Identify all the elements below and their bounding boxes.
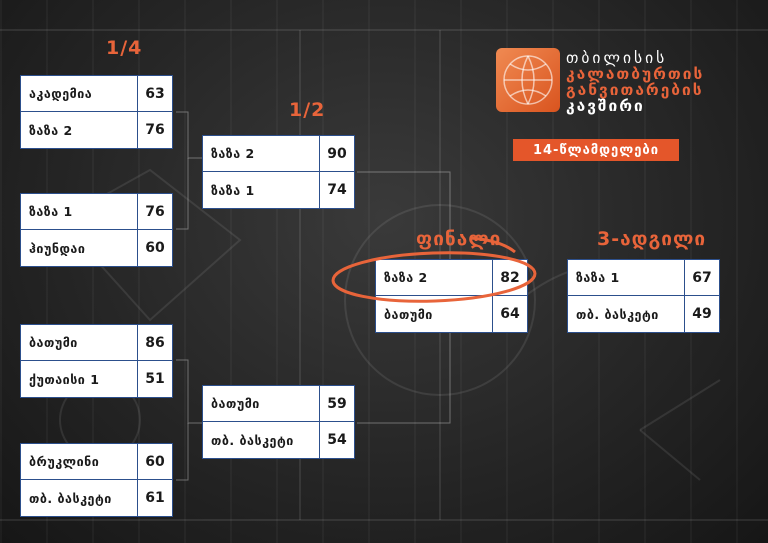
org-line-3: განვითარების	[566, 81, 704, 99]
org-line-2: კალათბურთის	[566, 65, 705, 83]
match-final: ზაზა 2 82 ბათუმი 64	[375, 259, 528, 333]
team-score: 60	[137, 230, 172, 266]
team-score: 76	[137, 194, 172, 229]
org-line-1: თბილისის	[566, 49, 668, 67]
team-row: ბათუმი 59	[202, 385, 355, 422]
basketball-logo	[496, 48, 560, 112]
round-label-semifinal: 1/2	[289, 99, 326, 121]
team-name: თბ. ბასკეტი	[576, 306, 659, 322]
team-score: 49	[684, 296, 719, 332]
match-qf4: ბრუკლინი 60 თბ. ბასკეტი 61	[20, 443, 173, 517]
team-row: ბათუმი 64	[375, 296, 528, 333]
org-line-4: კავშირი	[566, 97, 645, 115]
team-name: ქუთაისი 1	[29, 371, 100, 387]
basketball-icon	[503, 55, 553, 105]
team-name: ჰიუნდაი	[29, 240, 86, 256]
team-name: ზაზა 1	[576, 270, 620, 285]
team-score: 63	[137, 76, 172, 111]
team-name: თბ. ბასკეტი	[29, 490, 112, 506]
match-sf1: ზაზა 2 90 ზაზა 1 74	[202, 135, 355, 209]
team-score: 67	[684, 260, 719, 295]
team-name: ზაზა 1	[211, 182, 255, 198]
round-label-quarterfinal: 1/4	[106, 37, 143, 59]
team-score: 64	[492, 296, 527, 332]
match-third-place: ზაზა 1 67 თბ. ბასკეტი 49	[567, 259, 720, 333]
organization-name: თბილისის კალათბურთის განვითარების კავშირ…	[566, 50, 704, 114]
team-row: ზაზა 2 90	[202, 135, 355, 172]
team-score: 74	[319, 172, 354, 208]
team-name: ზაზა 1	[29, 204, 73, 219]
team-name: ზაზა 2	[384, 270, 428, 285]
match-qf3: ბათუმი 86 ქუთაისი 1 51	[20, 324, 173, 398]
team-score: 86	[137, 325, 172, 360]
team-score: 61	[137, 480, 172, 516]
team-score: 54	[319, 422, 354, 458]
team-row: ბრუკლინი 60	[20, 443, 173, 480]
team-row: თბ. ბასკეტი 61	[20, 480, 173, 517]
team-row: აკადემია 63	[20, 75, 173, 112]
team-row: ზაზა 2 76	[20, 112, 173, 149]
age-group-badge: 14-წლამდელები	[513, 139, 679, 161]
match-sf2: ბათუმი 59 თბ. ბასკეტი 54	[202, 385, 355, 459]
team-name: ბრუკლინი	[29, 454, 100, 469]
team-name: ბათუმი	[29, 335, 78, 350]
team-row: ზაზა 2 82	[375, 259, 528, 296]
team-row: ბათუმი 86	[20, 324, 173, 361]
team-score: 76	[137, 112, 172, 148]
team-row: თბ. ბასკეტი 49	[567, 296, 720, 333]
team-score: 82	[492, 260, 527, 295]
team-row: თბ. ბასკეტი 54	[202, 422, 355, 459]
team-name: ბათუმი	[384, 306, 433, 322]
round-label-third-place: 3-ადგილი	[597, 228, 707, 250]
team-row: ჰიუნდაი 60	[20, 230, 173, 267]
team-name: ზაზა 2	[29, 122, 73, 138]
team-score: 60	[137, 444, 172, 479]
team-score: 59	[319, 386, 354, 421]
team-row: ქუთაისი 1 51	[20, 361, 173, 398]
match-qf2: ზაზა 1 76 ჰიუნდაი 60	[20, 193, 173, 267]
team-score: 90	[319, 136, 354, 171]
team-name: ზაზა 2	[211, 146, 255, 161]
team-name: ბათუმი	[211, 396, 260, 411]
round-label-final: ფინალი	[416, 228, 502, 250]
team-row: ზაზა 1 74	[202, 172, 355, 209]
team-row: ზაზა 1 67	[567, 259, 720, 296]
team-score: 51	[137, 361, 172, 397]
team-name: აკადემია	[29, 86, 93, 101]
match-qf1: აკადემია 63 ზაზა 2 76	[20, 75, 173, 149]
team-row: ზაზა 1 76	[20, 193, 173, 230]
team-name: თბ. ბასკეტი	[211, 432, 294, 448]
